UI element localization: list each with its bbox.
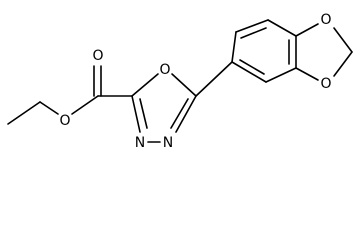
bond-benzene-5 [265,67,297,83]
bond-dioxole-c-otop [295,23,319,37]
atom-nitrogen-right: N [163,135,173,151]
svg-text:O: O [92,48,103,64]
bond-benzene-1 [231,31,237,63]
bond-ring-c5-n4 [175,95,197,133]
bond-ring-n3-c2 [131,95,141,133]
molecule-canvas: O O O N N O O [7,12,353,151]
bond-dioxole-ch2-obot [333,51,353,77]
structure-diagram: O O O N N O O [7,12,353,151]
svg-text:O: O [59,113,70,129]
atom-ester-ether-oxygen: O [59,113,70,129]
bond-o-carbonyl [71,95,99,115]
bond-benzene-2 [235,19,269,33]
svg-text:O: O [320,12,331,28]
atom-ring-oxygen: O [159,62,170,78]
bond-ethyl-ch2-o [39,101,59,115]
bond-benzene-2-inner [240,27,267,39]
atom-ester-carbonyl-oxygen: O [92,48,103,64]
atom-nitrogen-left: N [135,135,145,151]
bond-benzene-6 [231,61,267,83]
bond-ring-n3-c2-inner [139,98,148,129]
bond-ring-c2-o1 [131,73,159,97]
svg-text:N: N [163,135,173,151]
bond-benzene-6-inner [239,59,265,75]
bond-ring-o1-c5 [171,73,197,97]
bond-dioxole-obot-c [295,67,319,81]
atom-dioxole-oxygen-bottom: O [320,76,331,92]
bond-ring-c5-n4-inner [170,98,189,129]
bond-ethyl-ch3-ch2 [7,101,41,125]
atom-dioxole-oxygen-top: O [320,12,331,28]
svg-text:O: O [159,62,170,78]
bond-ring-aryl [195,61,233,97]
bond-dioxole-otop-ch2 [333,27,353,53]
bond-benzene-3 [267,19,297,37]
svg-text:N: N [135,135,145,151]
svg-text:O: O [320,76,331,92]
